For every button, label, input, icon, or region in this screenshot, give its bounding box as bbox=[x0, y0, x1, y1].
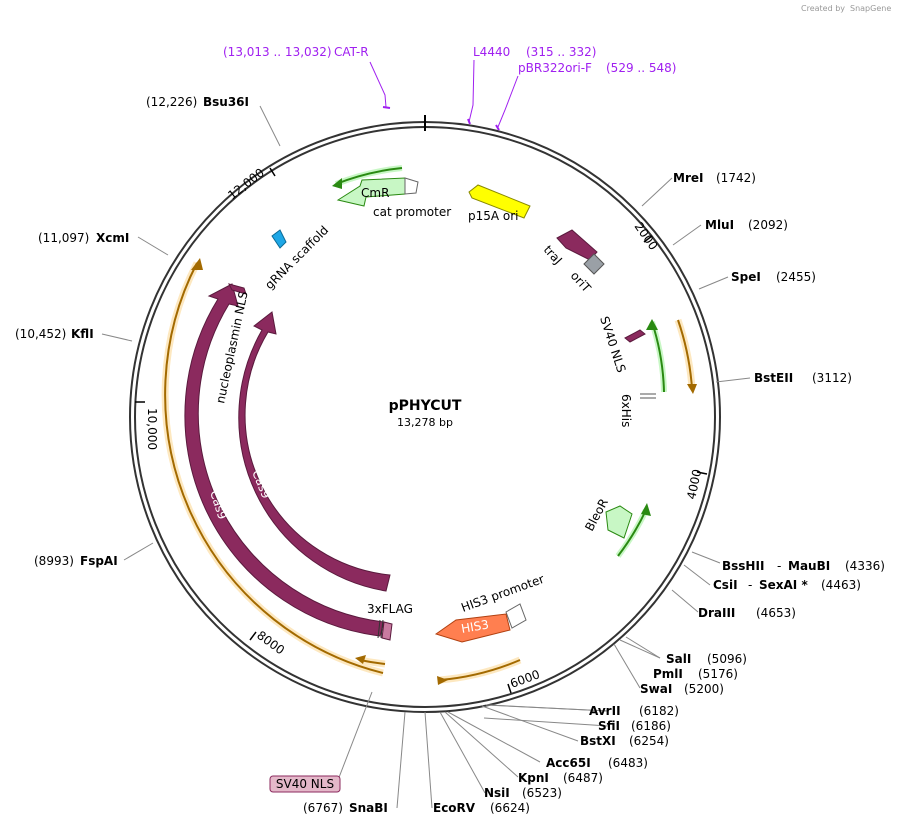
site-swai-pos: (5200) bbox=[684, 682, 724, 696]
site-mrei-name[interactable]: MreI bbox=[673, 171, 703, 185]
p15a-ori-label: p15A ori bbox=[468, 209, 519, 223]
primer-pbr322-name: pBR322ori-F bbox=[518, 61, 592, 75]
site-sexai-name[interactable]: SexAI * bbox=[759, 578, 808, 592]
grna-scaffold-label: gRNA scaffold bbox=[262, 223, 331, 292]
tick-label-6000: 6000 bbox=[508, 667, 541, 691]
tick-marks bbox=[135, 167, 708, 694]
tick-label-12000: 12,000 bbox=[225, 165, 267, 202]
site-kpni-name[interactable]: KpnI bbox=[518, 771, 549, 785]
six-his-label: 6xHis bbox=[619, 394, 633, 427]
site-xcmi-name[interactable]: XcmI bbox=[96, 231, 129, 245]
credit-brand: SnapGene bbox=[850, 4, 891, 13]
site-csii-name[interactable]: CsiI bbox=[713, 578, 738, 592]
primer-cat-r-name: CAT-R bbox=[334, 45, 369, 59]
site-bsshii-name[interactable]: BssHII bbox=[722, 559, 764, 573]
site-swai-name[interactable]: SwaI bbox=[640, 682, 672, 696]
primer-cat-r[interactable]: (13,013 .. 13,032) CAT-R bbox=[223, 45, 391, 109]
site-draiii-pos: (4653) bbox=[756, 606, 796, 620]
site-nsii-name[interactable]: NsiI bbox=[484, 786, 510, 800]
site-xcmi-pos: (11,097) bbox=[38, 231, 89, 245]
cas9-inner-feature[interactable] bbox=[238, 311, 391, 592]
site-kfli-pos: (10,452) bbox=[15, 327, 66, 341]
site-ecorv-pos: (6624) bbox=[490, 801, 530, 815]
tick-label-8000: 8000 bbox=[254, 628, 287, 657]
cmr-label: CmR bbox=[361, 186, 389, 200]
site-mrei-pos: (1742) bbox=[716, 171, 756, 185]
site-maubi-name[interactable]: MauBI bbox=[788, 559, 830, 573]
site-fspai-pos: (8993) bbox=[34, 554, 74, 568]
sv40-nls-box[interactable]: SV40 NLS bbox=[269, 775, 341, 793]
three-flag-label: 3xFLAG bbox=[367, 602, 413, 616]
primer-pbr322-range: (529 .. 548) bbox=[606, 61, 676, 75]
credit-text: Created by bbox=[801, 4, 845, 13]
site-fspai-name[interactable]: FspAI bbox=[80, 554, 118, 568]
primer-pbr322ori-f[interactable]: pBR322ori-F (529 .. 548) bbox=[495, 61, 676, 131]
six-his-feature[interactable] bbox=[640, 393, 656, 399]
sv40-nls-label: SV40 NLS bbox=[597, 315, 628, 375]
site-spei-pos: (2455) bbox=[776, 270, 816, 284]
primer-l4440[interactable]: L4440 (315 .. 332) bbox=[467, 45, 596, 125]
sv40-nls-box-label: SV40 NLS bbox=[276, 777, 334, 791]
his3-label: HIS3 bbox=[460, 617, 490, 636]
orit-feature[interactable] bbox=[583, 253, 605, 275]
tick-label-4000: 4000 bbox=[684, 468, 704, 501]
cat-promoter-label: cat promoter bbox=[373, 205, 451, 219]
site-sali-name[interactable]: SalI bbox=[666, 652, 691, 666]
his3-feature[interactable] bbox=[434, 613, 511, 643]
site-bsu36i-pos: (12,226) bbox=[146, 95, 197, 109]
site-sfii-name[interactable]: SfiI bbox=[598, 719, 620, 733]
site-bsu36i-name[interactable]: Bsu36I bbox=[203, 95, 249, 109]
primer-l4440-range: (315 .. 332) bbox=[526, 45, 596, 59]
cmr-feature[interactable] bbox=[336, 177, 419, 207]
site-bsshii-pos: (4336) bbox=[845, 559, 885, 573]
site-bstxi-name[interactable]: BstXI bbox=[580, 734, 616, 748]
his3-promoter-feature[interactable] bbox=[505, 603, 527, 629]
site-mlui-name[interactable]: MluI bbox=[705, 218, 734, 232]
site-acc65i-pos: (6483) bbox=[608, 756, 648, 770]
site-kfli-name[interactable]: KflI bbox=[71, 327, 94, 341]
his3-promoter-label: HIS3 promoter bbox=[459, 572, 546, 615]
nucleoplasmin-nls-feature[interactable] bbox=[228, 283, 247, 295]
grna-scaffold-feature[interactable] bbox=[271, 229, 287, 249]
site-snabi-pos: (6767) bbox=[303, 801, 343, 815]
sv40-nls-feature[interactable] bbox=[624, 329, 646, 343]
site-snabi-name[interactable]: SnaBI bbox=[349, 801, 388, 815]
site-ecorv-name[interactable]: EcoRV bbox=[433, 801, 476, 815]
site-spei-name[interactable]: SpeI bbox=[731, 270, 761, 284]
site-bsshii-dash: - bbox=[777, 559, 781, 573]
site-csii-pos: (4463) bbox=[821, 578, 861, 592]
site-acc65i-name[interactable]: Acc65I bbox=[546, 756, 591, 770]
site-bsteii-name[interactable]: BstEII bbox=[754, 371, 793, 385]
site-avrii-pos: (6182) bbox=[639, 704, 679, 718]
site-leader-lines bbox=[101, 105, 751, 809]
traj-label: traJ bbox=[541, 243, 565, 268]
tick-label-10000: 10,000 bbox=[145, 408, 159, 450]
orit-label: oriT bbox=[568, 269, 594, 296]
primer-l4440-name: L4440 bbox=[473, 45, 510, 59]
site-kpni-pos: (6487) bbox=[563, 771, 603, 785]
site-sfii-pos: (6186) bbox=[631, 719, 671, 733]
cas9-outer-feature[interactable] bbox=[184, 283, 385, 637]
p15a-ori-feature[interactable] bbox=[468, 184, 531, 219]
plasmid-name: pPHYCUT bbox=[389, 398, 462, 414]
site-draiii-name[interactable]: DraIII bbox=[698, 606, 735, 620]
site-csii-dash: - bbox=[748, 578, 752, 592]
site-sali-pos: (5096) bbox=[707, 652, 747, 666]
orf-arcs bbox=[161, 165, 697, 685]
site-pmli-name[interactable]: PmlI bbox=[653, 667, 683, 681]
site-mlui-pos: (2092) bbox=[748, 218, 788, 232]
bleor-feature[interactable] bbox=[605, 505, 633, 539]
site-nsii-pos: (6523) bbox=[522, 786, 562, 800]
three-flag-feature[interactable] bbox=[377, 619, 393, 641]
site-pmli-pos: (5176) bbox=[698, 667, 738, 681]
primer-cat-r-range: (13,013 .. 13,032) bbox=[223, 45, 332, 59]
site-bsteii-pos: (3112) bbox=[812, 371, 852, 385]
tick-label-2000: 2000 bbox=[632, 220, 661, 253]
plasmid-size: 13,278 bp bbox=[397, 416, 453, 429]
site-bstxi-pos: (6254) bbox=[629, 734, 669, 748]
site-avrii-name[interactable]: AvrII bbox=[589, 704, 621, 718]
